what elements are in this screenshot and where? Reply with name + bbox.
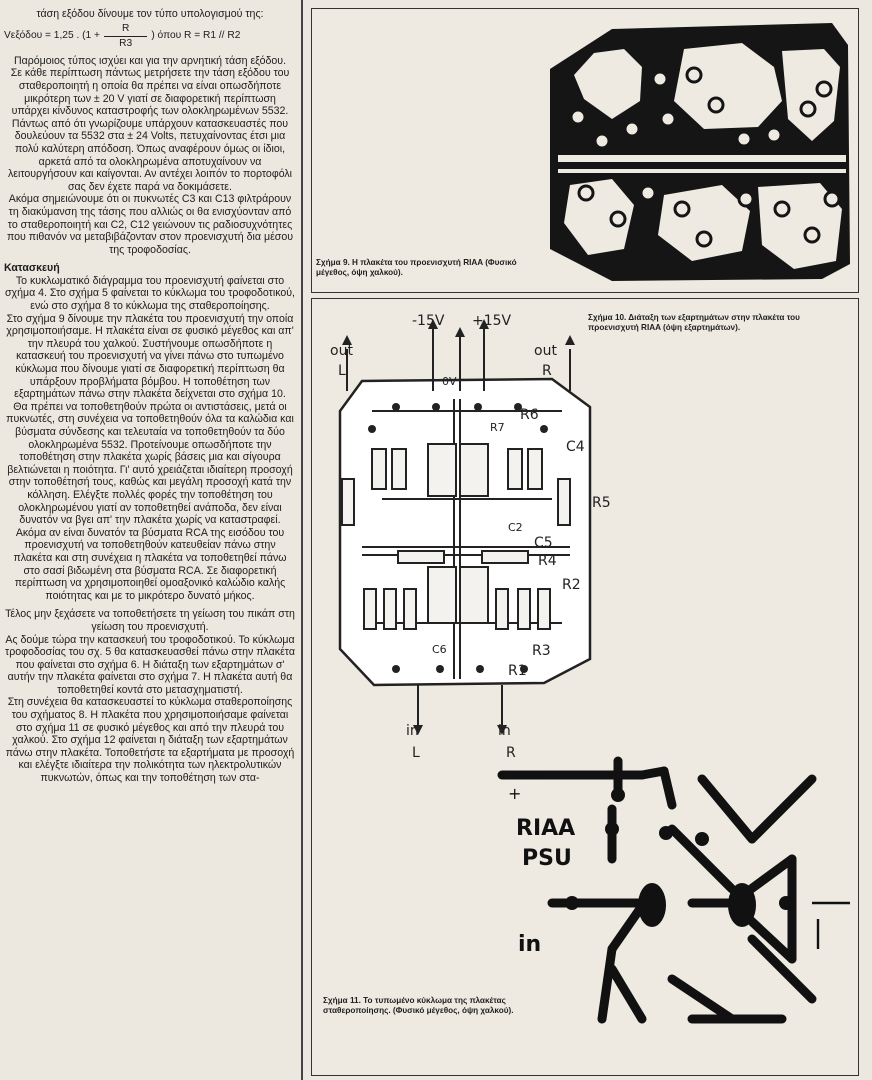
intro-text: τάση εξόδου δίνουμε τον τύπο υπολογισμού… <box>36 8 264 20</box>
label-in: in <box>518 932 541 957</box>
column-divider <box>301 0 303 1080</box>
label-r7: R7 <box>490 421 505 434</box>
label-out-right: out <box>534 343 557 359</box>
paragraph: Στο σχήμα 9 δίνουμε την πλακέτα του προε… <box>6 312 294 401</box>
component-layout-drawing: -15V +15V 0V out L out R in L in R R6 C4… <box>330 313 850 1024</box>
label-r4: R4 <box>538 553 557 569</box>
figure-9-box <box>311 8 859 293</box>
label-r5: R5 <box>592 495 611 511</box>
label-in-right-ch: R <box>506 745 516 761</box>
label-c6: C6 <box>432 643 447 656</box>
formula-rhs: ) όπου R = R1 // R2 <box>151 30 241 42</box>
label-in-left: in <box>406 723 419 739</box>
label-r6: R6 <box>520 407 539 423</box>
label-neg15v: -15V <box>412 313 445 329</box>
paragraph: Παρόμοιος τύπος ισχύει και για την αρνητ… <box>13 54 287 67</box>
paragraph: Το κυκλωματικό διάγραμμα του προενισχυτή… <box>4 274 295 313</box>
paragraph: Τέλος μην ξεχάσετε να τοποθετήσετε τη γε… <box>5 608 295 633</box>
paragraph: Σε κάθε περίπτωση πάντως μετρήσετε την τ… <box>7 67 293 193</box>
label-0v: 0V <box>442 375 457 388</box>
label-in-left-ch: L <box>412 745 420 761</box>
formula-numerator: R <box>103 23 148 38</box>
article-text-column: τάση εξόδου δίνουμε τον τύπο υπολογισμού… <box>4 8 296 1076</box>
figure-11-caption: Σχήμα 11. Το τυπωμένο κύκλωμα της πλακέτ… <box>323 996 514 1015</box>
label-r1: R1 <box>508 663 527 679</box>
label-out-left: out <box>330 343 353 359</box>
label-pos15v: +15V <box>472 313 512 329</box>
formula-lhs: Vεξόδου = 1,25 . (1 + <box>4 30 100 42</box>
label-out-left-ch: L <box>338 363 346 379</box>
figure-10-caption: Σχήμα 10. Διάταξη των εξαρτημάτων στην π… <box>588 313 800 332</box>
label-c2: C2 <box>508 521 523 534</box>
label-out-right-ch: R <box>542 363 552 379</box>
pcb-copper-artwork <box>550 23 850 281</box>
label-psu: PSU <box>522 846 572 871</box>
formula-denominator: R3 <box>119 38 133 50</box>
paragraph: Στη συνέχεια θα κατασκευαστεί το κύκλωμα… <box>5 696 295 785</box>
formula-fraction: R R3 <box>103 23 148 51</box>
label-r3: R3 <box>532 643 551 659</box>
figure-9-caption: Σχήμα 9. Η πλακέτα του προενισχυτή RIAA … <box>316 258 517 277</box>
output-voltage-formula: Vεξόδου = 1,25 . (1 + R R3 ) όπου R = R1… <box>4 23 296 51</box>
label-c5: C5 <box>534 535 553 551</box>
figure-10-box: -15V +15V 0V out L out R in L in R R6 C4… <box>311 298 859 1076</box>
section-heading: Κατασκευή <box>4 262 60 275</box>
label-in-right: in <box>498 723 511 739</box>
label-r2: R2 <box>562 577 581 593</box>
label-c4: C4 <box>566 439 585 455</box>
paragraph: Ακόμα σημειώνουμε ότι οι πυκνωτές C3 και… <box>6 193 294 256</box>
label-riaa: RIAA <box>516 816 575 841</box>
paragraph: Ας δούμε τώρα την κατασκευή του τροφοδοτ… <box>5 633 295 696</box>
label-plus: + <box>508 784 521 803</box>
paragraph: Ακόμα αν είναι δυνατόν τα βύσματα RCA τη… <box>13 526 287 602</box>
paragraph: Θα πρέπει να τοποθετηθούν πρώτα οι αντισ… <box>6 400 294 527</box>
